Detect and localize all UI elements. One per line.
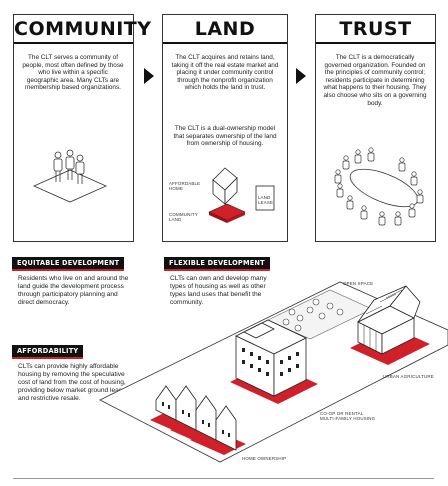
- community-panel: [13, 14, 134, 242]
- arrow-right-icon: [144, 68, 154, 84]
- home-lot-3: [190, 429, 246, 455]
- land-lease-label: LAND LEASE: [258, 195, 274, 205]
- flexible-development-tag: FLEXIBLE DEVELOPMENT: [164, 257, 270, 271]
- trust-text: The CLT is a democratically governed org…: [323, 54, 427, 107]
- land-text-2: The CLT is a dual-ownership model that s…: [173, 125, 277, 148]
- equitable-development-text: Residents who live on and around the lan…: [18, 275, 129, 306]
- affordability-text: CLTs can provide highly affordable housi…: [18, 363, 130, 402]
- flexible-development-site-illustration: [99, 281, 448, 463]
- lease-document-icon: [255, 185, 275, 211]
- community-text: The CLT serves a community of people, mo…: [22, 54, 124, 92]
- home-ownership-label: HOME OWNERSHIP: [242, 456, 287, 461]
- land-house-illustration: [208, 167, 246, 223]
- affordability-tag: AFFORDABILITY: [12, 345, 84, 359]
- governing-body-illustration: [334, 147, 424, 226]
- community-land-label: COMMUNITY LAND: [169, 212, 198, 222]
- land-title: LAND: [163, 17, 287, 44]
- coop-rental-label: CO-OP OR RENTAL MULTI-FAMILY HOUSING: [320, 411, 376, 421]
- land-text-1: The CLT acquires and retains land, takin…: [171, 54, 279, 92]
- community-people-illustration: [33, 149, 107, 203]
- flexible-development-text: CLTs can own and develop many types of h…: [170, 275, 267, 306]
- arrow-right-icon: [296, 68, 306, 84]
- trust-title: TRUST: [316, 17, 435, 44]
- bottom-divider: [13, 478, 434, 479]
- affordable-home-label: AFFORDABLE HOME: [169, 181, 201, 191]
- open-space-label: OPEN SPACE: [343, 281, 374, 286]
- equitable-development-tag: EQUITABLE DEVELOPMENT: [12, 257, 125, 271]
- urban-agriculture-label: URBAN AGRICULTURE: [383, 374, 434, 379]
- community-title: COMMUNITY: [14, 17, 151, 44]
